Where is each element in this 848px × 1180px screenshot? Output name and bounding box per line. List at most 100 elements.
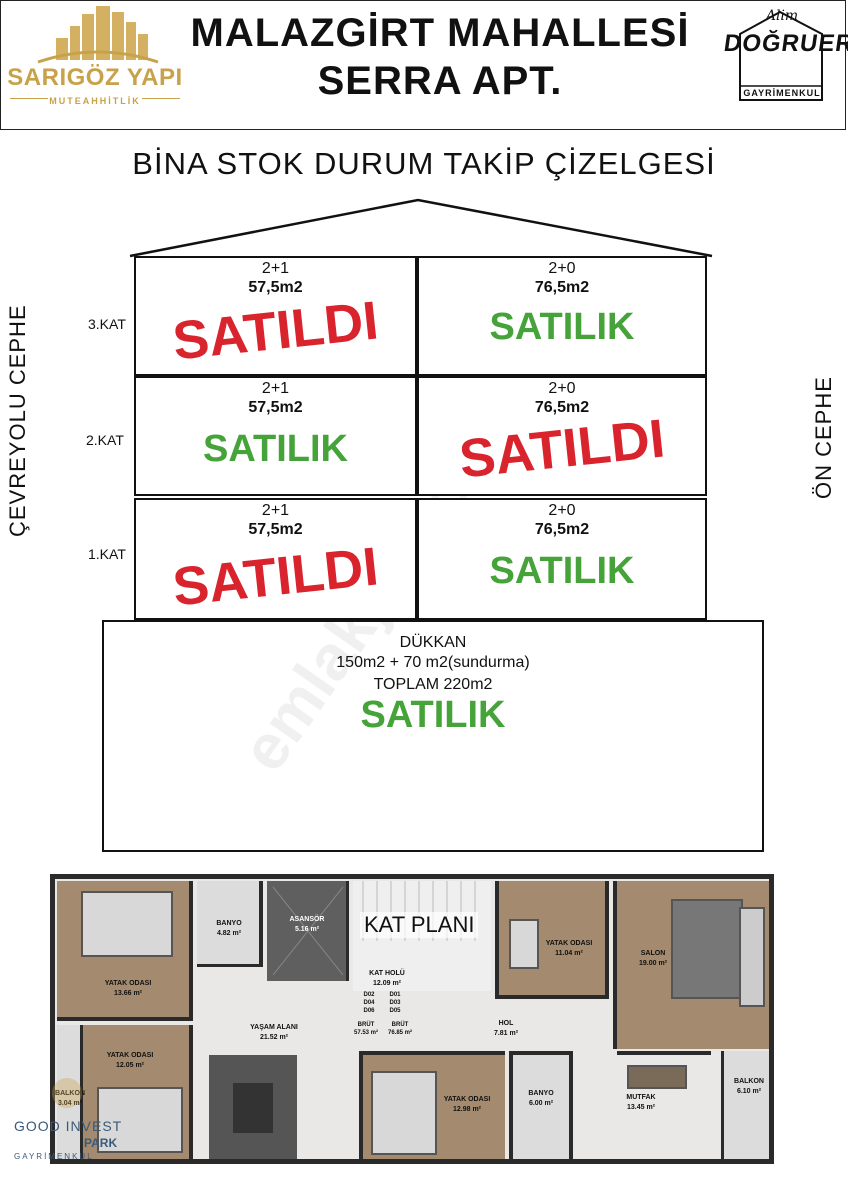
room-bedroom-1 bbox=[57, 881, 193, 1021]
agent-subtitle: GAYRİMENKUL bbox=[743, 88, 821, 98]
room-name: BANYO bbox=[528, 1090, 554, 1097]
room-name: MUTFAK bbox=[626, 1094, 656, 1101]
room-name: BANYO bbox=[216, 920, 242, 927]
room-living-salon bbox=[613, 881, 769, 1049]
brand-divider-right bbox=[142, 98, 180, 99]
shop-total: TOPLAM 220m2 bbox=[373, 676, 493, 693]
room-area: 4.82 m² bbox=[216, 930, 242, 937]
room-name: YATAK ODASI bbox=[443, 1096, 491, 1103]
header-banner bbox=[0, 0, 846, 130]
room-label-bedroom-2: YATAK ODASI 11.04 m² bbox=[529, 939, 609, 959]
room-area: 11.04 m² bbox=[555, 950, 583, 957]
room-label-bathroom-1: BANYO 4.82 m² bbox=[201, 919, 257, 939]
side-label-right: ÖN CEPHE bbox=[811, 376, 836, 499]
room-name: BALKON bbox=[734, 1078, 764, 1085]
page-title-line1: MALAZGİRT MAHALLESİ bbox=[190, 11, 690, 55]
unit-type: 2+1 bbox=[261, 380, 290, 397]
sofa-icon bbox=[739, 907, 765, 1007]
coffee-table-icon bbox=[231, 1081, 275, 1135]
unit-3-right[interactable]: 2+0 76,5m2 SATILIK bbox=[417, 256, 707, 376]
door-codes-right: D01 D03 D05 bbox=[389, 992, 401, 1014]
room-area: 12.05 m² bbox=[115, 1062, 145, 1069]
room-area: 21.52 m² bbox=[259, 1034, 289, 1041]
status-for-sale: SATILIK bbox=[489, 550, 635, 592]
room-name: YATAK ODASI bbox=[545, 940, 593, 947]
unit-area: 57,5m2 bbox=[248, 521, 303, 538]
agent-signature: Alim bbox=[765, 8, 799, 24]
chart-title: BİNA STOK DURUM TAKİP ÇİZELGESİ bbox=[132, 146, 716, 181]
unit-1-right[interactable]: 2+0 76,5m2 SATILIK bbox=[417, 498, 707, 620]
dining-table-icon bbox=[671, 899, 743, 999]
room-area: 5.16 m² bbox=[294, 926, 320, 933]
room-name: YAŞAM ALANI bbox=[250, 1024, 298, 1031]
room-label-floor-hall: KAT HOLÜ 12.09 m² bbox=[355, 969, 419, 989]
room-name: YATAK ODASI bbox=[104, 980, 152, 987]
room-label-elevator: ASANSÖR 5.16 m² bbox=[277, 915, 337, 935]
unit-area: 76,5m2 bbox=[534, 279, 590, 296]
unit-area: 57,5m2 bbox=[248, 399, 303, 416]
room-name: ASANSÖR bbox=[289, 916, 325, 923]
gross-label: BRÜT bbox=[357, 1022, 375, 1028]
gross-value: 76.85 m² bbox=[387, 1030, 412, 1036]
status-for-sale: SATILIK bbox=[360, 694, 506, 736]
room-bedroom-2 bbox=[495, 881, 609, 999]
shop-name: DÜKKAN bbox=[399, 634, 467, 651]
room-name: KAT HOLÜ bbox=[369, 970, 405, 977]
room-label-bedroom-1: YATAK ODASI 13.66 m² bbox=[83, 979, 173, 999]
unit-3-left[interactable]: 2+1 57,5m2 SATILDI bbox=[134, 256, 417, 376]
unit-type: 2+0 bbox=[548, 260, 576, 277]
room-bedroom-4 bbox=[359, 1051, 505, 1159]
room-area: 13.45 m² bbox=[626, 1104, 656, 1111]
unit-area: 57,5m2 bbox=[248, 279, 303, 296]
building-logo-icon bbox=[37, 6, 159, 64]
status-for-sale: SATILIK bbox=[203, 428, 348, 470]
chair-icon bbox=[509, 919, 539, 969]
shop-unit[interactable]: DÜKKAN 150m2 + 70 m2(sundurma) TOPLAM 22… bbox=[102, 620, 764, 852]
corner-watermark-sub: GAYRİMENKUL bbox=[14, 1152, 94, 1161]
unit-type: 2+0 bbox=[548, 502, 576, 519]
brand-name: SARIGÖZ YAPI bbox=[7, 64, 183, 91]
room-balcony-2 bbox=[721, 1051, 769, 1159]
room-bathroom-2 bbox=[509, 1051, 573, 1159]
brand-divider-left bbox=[10, 98, 48, 99]
unit-type: 2+0 bbox=[548, 380, 576, 397]
room-label-kitchen: MUTFAK 13.45 m² bbox=[611, 1093, 671, 1113]
room-area: 6.00 m² bbox=[528, 1100, 554, 1107]
shop-area: 150m2 + 70 m2(sundurma) bbox=[336, 654, 530, 671]
elevator-cross-icon bbox=[272, 886, 344, 976]
unit-type: 2+1 bbox=[261, 260, 290, 277]
unit-2-right[interactable]: 2+0 76,5m2 SATILDI bbox=[417, 376, 707, 496]
floor-label-1: 1.KAT bbox=[88, 546, 126, 562]
corner-watermark-name2: PARK bbox=[84, 1136, 118, 1150]
room-name: BALKON bbox=[55, 1090, 85, 1097]
room-area: 3.04 m² bbox=[57, 1100, 83, 1107]
room-bathroom-1 bbox=[197, 881, 263, 967]
corner-watermark-name: GOOD INVEST bbox=[14, 1118, 123, 1134]
brand-subtitle: MUTEAHHİTLİK bbox=[49, 96, 141, 106]
bed-icon bbox=[81, 891, 173, 957]
house-outline-icon bbox=[739, 10, 823, 101]
bed-icon bbox=[97, 1087, 183, 1153]
room-label-bedroom-4: YATAK ODASI 12.98 m² bbox=[427, 1095, 507, 1115]
floor-label-3: 3.KAT bbox=[88, 316, 126, 332]
room-area: 12.09 m² bbox=[372, 980, 402, 987]
dogruer-logo bbox=[722, 6, 840, 102]
floor-plan-title: KAT PLANI bbox=[360, 912, 479, 938]
room-area: 7.81 m² bbox=[493, 1030, 519, 1037]
room-area: 12.98 m² bbox=[452, 1106, 482, 1113]
room-elevator bbox=[267, 881, 349, 981]
room-area: 13.66 m² bbox=[113, 990, 143, 997]
kitchen-table-icon bbox=[627, 1065, 687, 1089]
unit-1-left[interactable]: 2+1 57,5m2 SATILDI bbox=[134, 498, 417, 620]
unit-2-left[interactable]: 2+1 57,5m2 SATILIK bbox=[134, 376, 417, 496]
room-kitchen bbox=[617, 1051, 711, 1159]
sofa-area bbox=[209, 1055, 297, 1159]
floor-label-2: 2.KAT bbox=[86, 432, 124, 448]
room-label-living-area: YAŞAM ALANI 21.52 m² bbox=[229, 1023, 319, 1043]
good-invest-logo-icon bbox=[52, 1078, 82, 1108]
agent-name: DOĞRUER bbox=[722, 30, 848, 57]
